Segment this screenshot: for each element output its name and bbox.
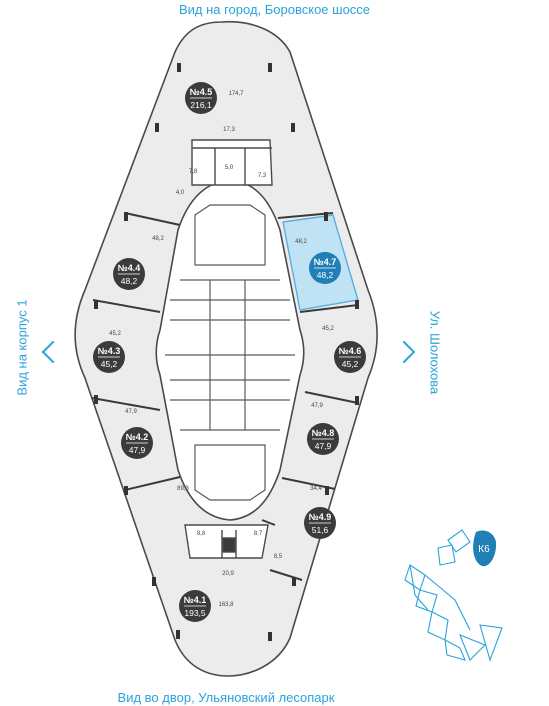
room-area-label: 89,3: [177, 486, 189, 492]
core-outline: [155, 179, 305, 521]
room-area-label: 8,5: [274, 554, 283, 560]
core-rooms: [165, 204, 295, 501]
apartment-badge-4-1[interactable]: №4.1 193,5: [179, 590, 211, 622]
apartment-number: №4.7: [314, 257, 337, 267]
top-wet-block: [191, 139, 273, 186]
apartment-badge-4-5[interactable]: №4.5 216,1: [185, 82, 217, 114]
apartment-area: 47,9: [129, 445, 146, 455]
room-area-label: 34,4: [310, 486, 322, 492]
apartment-area: 47,9: [315, 441, 332, 451]
apartment-number: №4.3: [98, 346, 121, 356]
room-area-label: 5,0: [225, 165, 234, 171]
room-area-label: 8,7: [254, 531, 263, 537]
apartment-badge-4-4[interactable]: №4.4 48,2: [113, 258, 145, 290]
keyplan-badge: К6: [473, 530, 497, 567]
room-area-label: 4,0: [176, 190, 185, 196]
room-area-label: 8,8: [197, 531, 206, 537]
bottom-wet-block: [184, 524, 269, 559]
keyplan-icon: [404, 529, 503, 662]
window-markers: [94, 63, 359, 641]
room-area-label: 48,2: [295, 239, 307, 245]
apartment-area: 45,2: [342, 359, 359, 369]
room-area-label: 47,9: [311, 403, 323, 409]
room-area-label: 48,2: [152, 236, 164, 242]
keyplan-label: К6: [478, 544, 490, 555]
apartment-number: №4.5: [190, 87, 213, 97]
apartment-area: 216,1: [190, 100, 212, 110]
room-area-label: 174,7: [228, 91, 244, 97]
view-label-top: Вид на город, Боровское шоссе: [178, 2, 371, 17]
room-area-label: 47,9: [125, 409, 137, 415]
apartment-badges[interactable]: №4.5 216,1 №4.4 48,2 №4.3 45,2 №4.2 47,9 №4.1 193…: [93, 82, 366, 622]
room-area-label: 45,2: [109, 331, 121, 337]
apartment-number: №4.9: [309, 512, 332, 522]
room-area-label: 7,3: [258, 173, 267, 179]
apartment-area: 48,2: [121, 276, 138, 286]
apartment-number: №4.1: [184, 595, 207, 605]
apartment-area: 45,2: [101, 359, 118, 369]
apartment-badge-4-6[interactable]: №4.6 45,2: [334, 341, 366, 373]
room-area-label: 45,2: [322, 326, 334, 332]
apartment-number: №4.8: [312, 428, 335, 438]
apartment-number: №4.2: [126, 432, 149, 442]
apartment-number: №4.4: [118, 263, 141, 273]
apartment-badge-4-9[interactable]: №4.9 51,6: [304, 507, 336, 539]
apartment-badge-4-8[interactable]: №4.8 47,9: [307, 423, 339, 455]
room-area-label: 20,9: [222, 571, 234, 577]
apartment-badge-4-7[interactable]: №4.7 48,2: [309, 252, 341, 284]
apartment-area: 51,6: [312, 525, 329, 535]
apartment-badge-4-3[interactable]: №4.3 45,2: [93, 341, 125, 373]
room-area-label: 7,8: [189, 169, 198, 175]
room-area-label: 163,8: [218, 602, 234, 608]
apartment-area: 193,5: [184, 608, 206, 618]
apartment-area: 48,2: [317, 270, 334, 280]
room-area-label: 17,3: [223, 127, 235, 133]
apartment-badge-4-2[interactable]: №4.2 47,9: [121, 427, 153, 459]
partition-walls: [91, 212, 359, 581]
room-labels: 174,7 17,3 5,0 7,8 7,3 4,0 48,2 48,2 45,2 45,2 47,…: [109, 91, 334, 608]
apartment-number: №4.6: [339, 346, 362, 356]
view-label-bottom: Вид во двор, Ульяновский лесопарк: [117, 690, 335, 705]
